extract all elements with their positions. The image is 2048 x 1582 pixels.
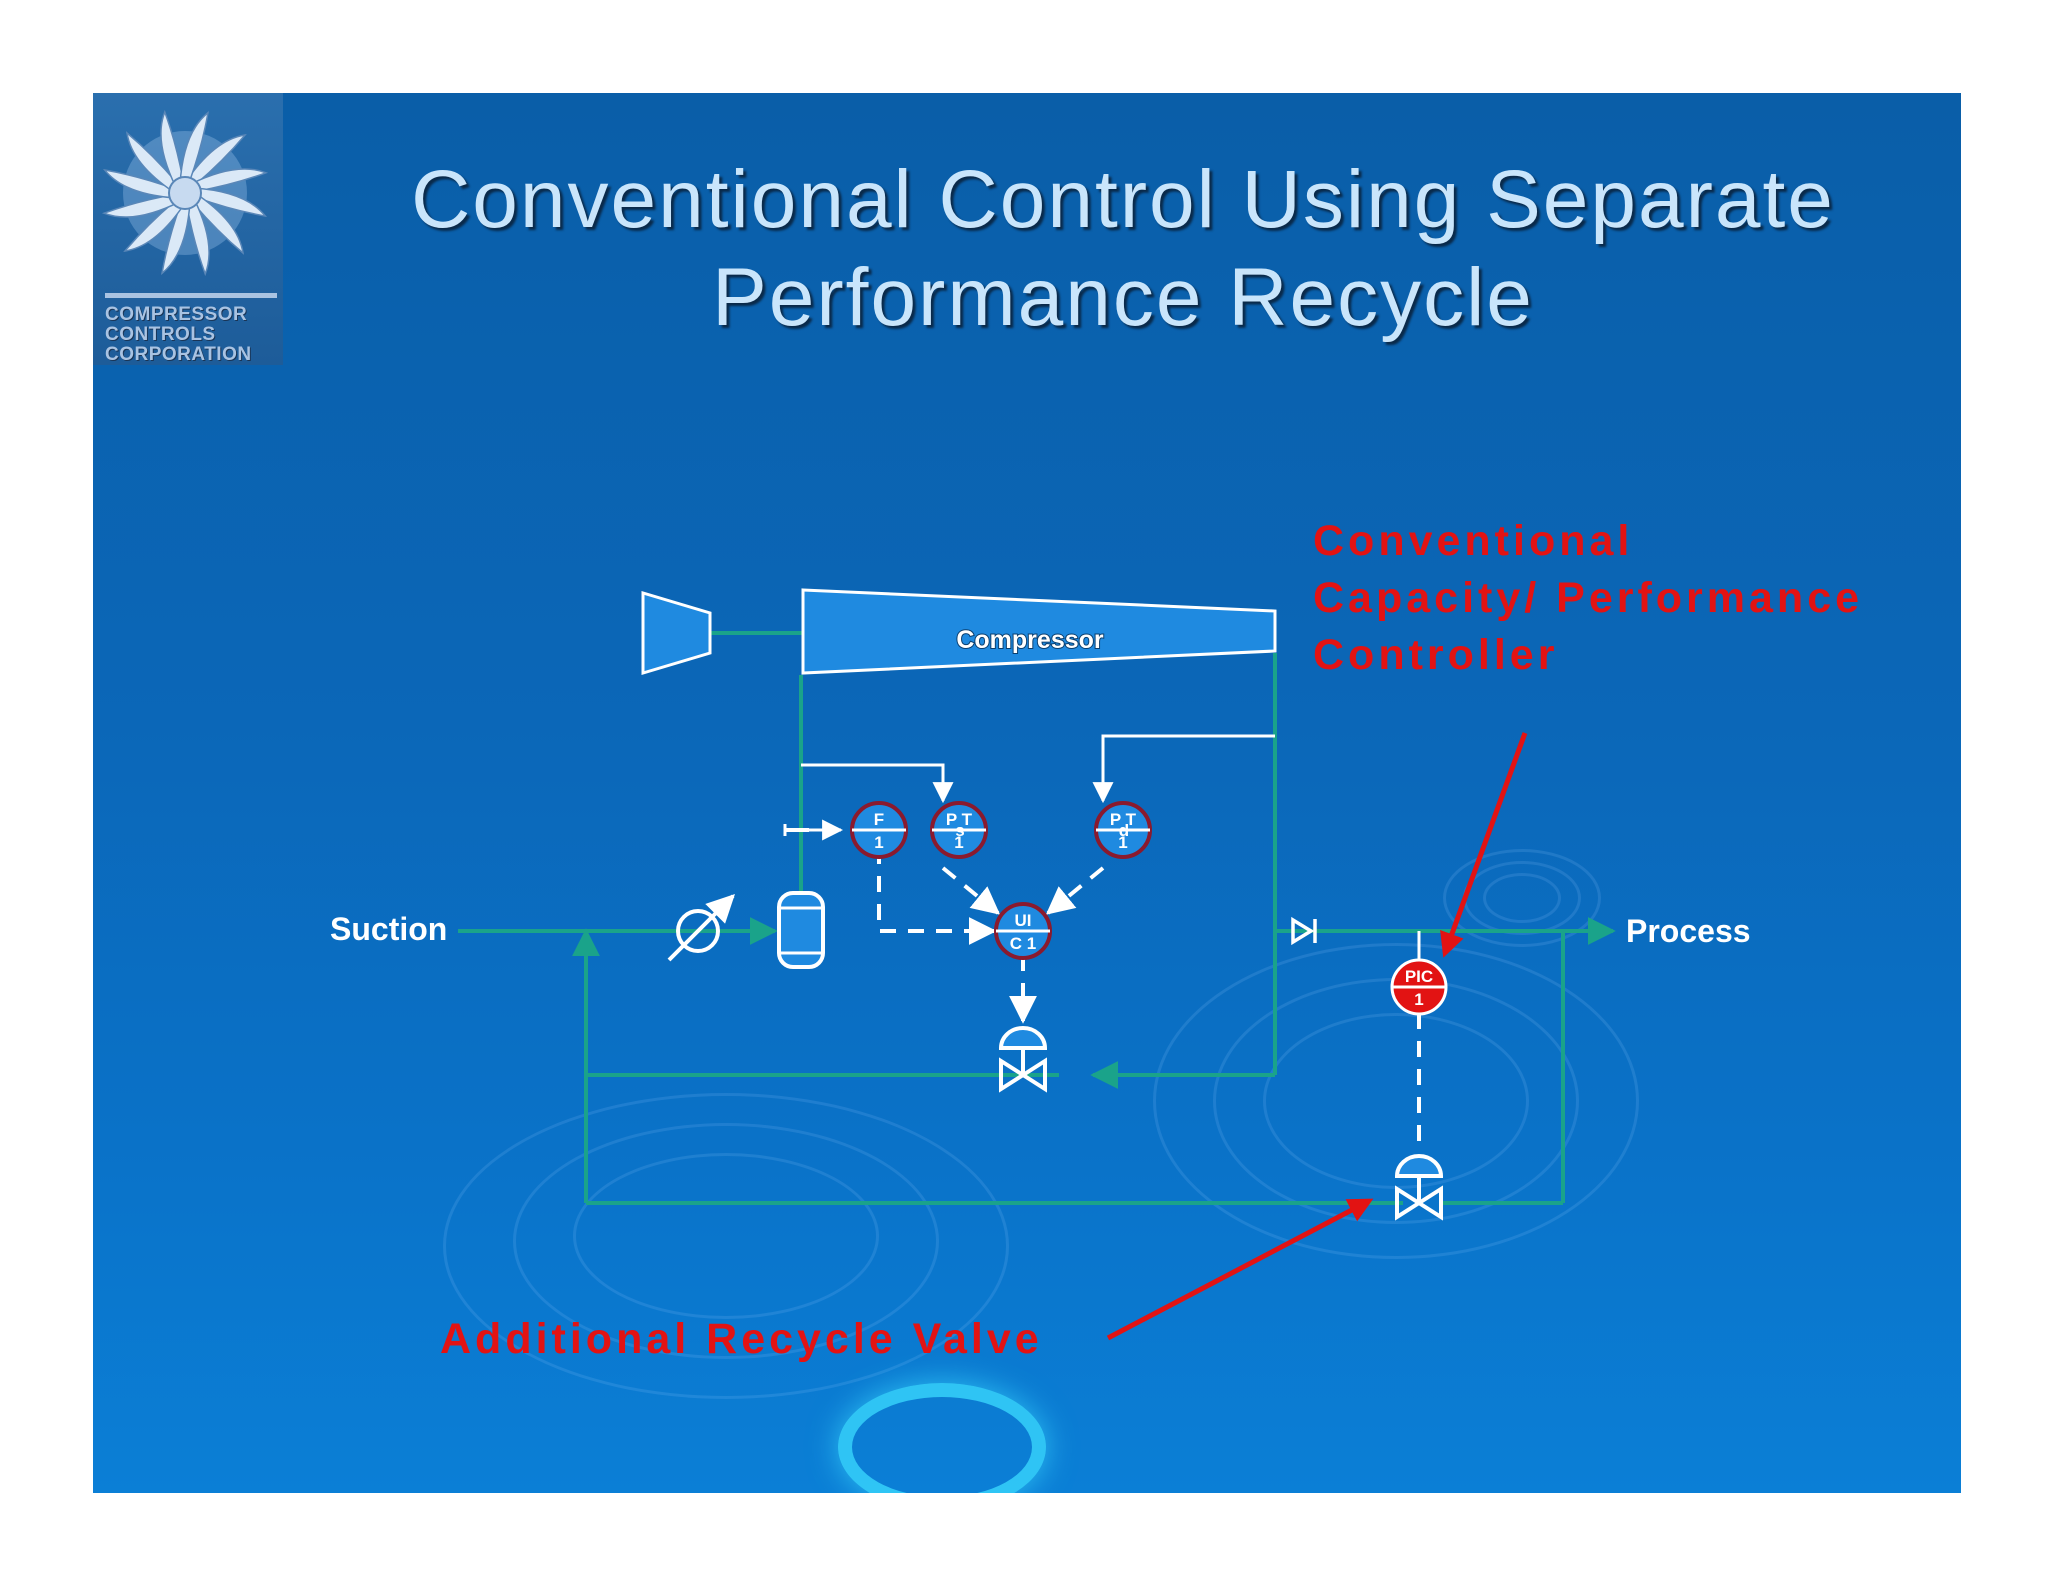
logo-divider bbox=[105, 293, 277, 298]
check-valve bbox=[1291, 916, 1317, 946]
controller-annotation-line3: Controller bbox=[1313, 631, 1558, 679]
recycle-valve-annotation: Additional Recycle Valve bbox=[440, 1198, 1374, 1363]
pic1-tag-bottom: 1 bbox=[1414, 990, 1423, 1009]
suction-pressure-transmitter-pts1: P T s 1 bbox=[930, 801, 988, 859]
controller-annotation: Conventional Capacity/ Performance Contr… bbox=[1313, 517, 1863, 958]
process-flow-diagram: Compressor bbox=[330, 517, 1863, 1363]
turbine-wheel-icon bbox=[101, 109, 269, 277]
ripple-decoration bbox=[1443, 849, 1601, 947]
discharge-pressure-transmitter-ptd1: P T d 1 bbox=[1094, 801, 1152, 859]
logo-wordmark: COMPRESSOR CONTROLS CORPORATION bbox=[105, 305, 281, 365]
ripple-decoration bbox=[443, 1093, 1009, 1399]
ptd1-tag-bottom: 1 bbox=[1118, 833, 1127, 852]
control-signal-lines bbox=[877, 848, 1421, 1153]
uic1-tag-top: UI bbox=[1015, 911, 1032, 930]
process-piping bbox=[458, 631, 1616, 1205]
ptd1-tag-sub: d bbox=[1119, 821, 1129, 840]
ft1-tag-bottom: 1 bbox=[874, 833, 883, 852]
suction-throttle-valve bbox=[667, 894, 735, 962]
logo-line: CONTROLS bbox=[105, 324, 216, 345]
logo-line: COMPRESSOR bbox=[105, 304, 248, 325]
antisurge-controller-uic1: UI C 1 bbox=[994, 902, 1052, 960]
pts1-tag-sub: s bbox=[955, 821, 964, 840]
compressor-body bbox=[801, 588, 1277, 675]
steam-turbine-driver bbox=[641, 590, 712, 676]
pic1-tag-top: PIC bbox=[1405, 967, 1433, 986]
slide-background: COMPRESSOR CONTROLS CORPORATION Conventi… bbox=[93, 93, 1961, 1493]
slide-title-line1: Conventional Control Using Separate bbox=[411, 154, 1835, 245]
flow-transmitter-ft1: F 1 bbox=[850, 801, 908, 859]
ft1-tag-top: F bbox=[874, 810, 884, 829]
slide-title-line2: Performance Recycle bbox=[712, 252, 1534, 343]
controller-pointer-arrow bbox=[1440, 732, 1528, 958]
impulse-lines bbox=[801, 734, 1275, 841]
slide-title: Conventional Control Using Separate Perf… bbox=[283, 151, 1961, 347]
ripple-decoration bbox=[1153, 943, 1639, 1259]
controller-annotation-line2: Capacity/ Performance bbox=[1313, 574, 1863, 622]
pressure-controller-pic1: PIC 1 bbox=[1390, 931, 1448, 1016]
suction-drum bbox=[777, 891, 825, 969]
recycle-valve-annotation-label: Additional Recycle Valve bbox=[440, 1315, 1043, 1363]
antisurge-control-valve bbox=[998, 1026, 1048, 1093]
ptd1-tag-top: P T bbox=[1110, 810, 1137, 829]
suction-label: Suction bbox=[330, 911, 447, 947]
pts1-tag-bottom: 1 bbox=[954, 833, 963, 852]
pts1-tag-top: P T bbox=[946, 810, 973, 829]
compressor-label: Compressor bbox=[956, 626, 1104, 654]
uic1-tag-bottom: C 1 bbox=[1010, 934, 1036, 953]
controller-annotation-line1: Conventional bbox=[1313, 517, 1633, 565]
company-logo: COMPRESSOR CONTROLS CORPORATION bbox=[93, 93, 283, 365]
logo-line: CORPORATION bbox=[105, 344, 252, 365]
additional-recycle-valve bbox=[1394, 1154, 1444, 1221]
recycle-valve-pointer-arrow bbox=[1106, 1198, 1374, 1341]
process-label: Process bbox=[1626, 913, 1751, 949]
